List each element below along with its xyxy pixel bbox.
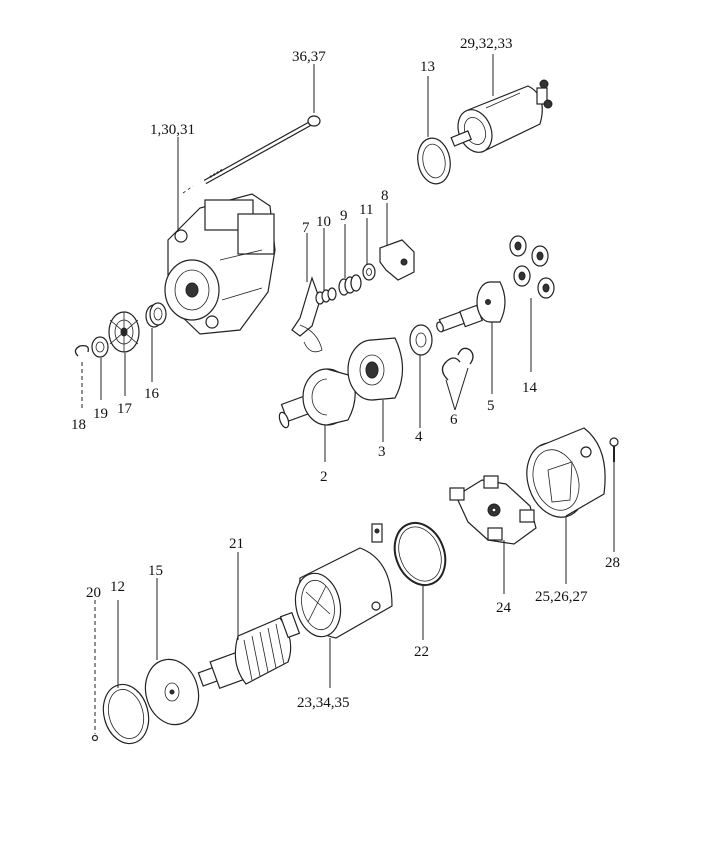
callout-19: 19 <box>93 406 108 422</box>
o-ring-22 <box>393 521 447 587</box>
callout-28: 28 <box>605 555 620 571</box>
center-bearing-3 <box>347 337 404 401</box>
callout-11: 11 <box>359 202 373 218</box>
callout-36-37: 36,37 <box>292 49 326 65</box>
leader-6 <box>445 379 456 411</box>
spring-10 <box>315 287 337 305</box>
callout-10: 10 <box>316 214 331 230</box>
callout-25-26-27: 25,26,27 <box>535 589 588 605</box>
callout-1-30-31: 1,30,31 <box>150 122 195 138</box>
yoke-23 <box>294 523 393 639</box>
callout-12: 12 <box>110 579 125 595</box>
clip-18 <box>74 344 89 357</box>
callout-20: 20 <box>86 585 101 601</box>
planetary-gears-14 <box>509 235 555 299</box>
callout-23-34-35: 23,34,35 <box>297 695 350 711</box>
callout-15: 15 <box>148 563 163 579</box>
callout-24: 24 <box>496 600 512 616</box>
plunger-8 <box>379 239 415 281</box>
retainer-6 <box>441 347 474 381</box>
clutch-gear-17 <box>108 311 140 353</box>
drive-lever <box>291 276 323 353</box>
callout-29-32-33: 29,32,33 <box>460 36 513 52</box>
callout-2: 2 <box>320 469 328 485</box>
callout-16: 16 <box>144 386 160 402</box>
callout-8: 8 <box>381 188 389 204</box>
solenoid-switch <box>450 79 553 153</box>
callout-9: 9 <box>340 208 348 224</box>
callout-18: 18 <box>71 417 86 433</box>
solenoid-gasket <box>417 137 451 185</box>
callout-4: 4 <box>415 429 423 445</box>
callout-22: 22 <box>414 644 429 660</box>
callout-6: 6 <box>450 412 458 428</box>
callout-7: 7 <box>302 220 310 236</box>
drive-housing <box>164 193 276 335</box>
ball-20 <box>91 734 99 742</box>
callout-3: 3 <box>378 444 386 460</box>
gear-shaft-5 <box>436 281 506 333</box>
washer-4 <box>409 324 433 356</box>
brush-holder-24 <box>449 475 537 545</box>
armature-21 <box>197 611 301 690</box>
callout-21: 21 <box>229 536 244 552</box>
bush-16 <box>145 302 167 328</box>
collar-19 <box>91 336 109 358</box>
callout-17: 17 <box>117 401 133 417</box>
plate-15 <box>144 658 200 726</box>
spring-9 <box>338 274 362 296</box>
pinion-shaft-2 <box>278 368 356 429</box>
end-frame-25 <box>526 427 606 518</box>
washer-11 <box>362 263 376 281</box>
callout-14: 14 <box>522 380 538 396</box>
through-bolt <box>203 115 321 185</box>
callout-5: 5 <box>487 398 495 414</box>
screw-28 <box>609 437 619 462</box>
callout-13: 13 <box>420 59 435 75</box>
